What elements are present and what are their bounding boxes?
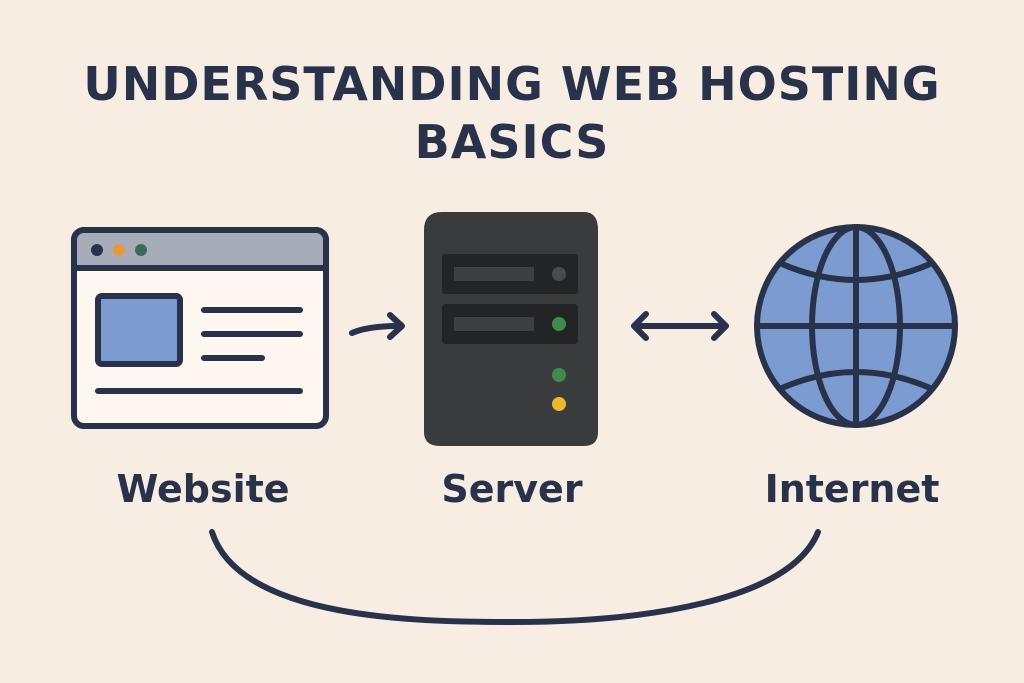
led-green-icon	[552, 368, 566, 382]
window-dot-orange	[113, 244, 125, 256]
double-arrow-icon	[631, 311, 729, 341]
right-arrow-icon	[349, 312, 405, 340]
window-dot-green	[135, 244, 147, 256]
curved-connector	[209, 529, 821, 626]
title-line-1: UNDERSTANDING WEB HOSTING	[83, 57, 940, 111]
led-yellow-icon	[552, 397, 566, 411]
server-label: Server	[441, 467, 582, 511]
title-line-2: BASICS	[415, 115, 610, 169]
led-off-icon	[552, 267, 566, 281]
image-placeholder-icon	[95, 293, 183, 367]
website-label: Website	[116, 467, 289, 511]
server-tower-icon	[424, 212, 598, 446]
led-green-icon	[552, 317, 566, 331]
internet-label: Internet	[765, 467, 940, 511]
browser-window-icon	[71, 227, 329, 429]
globe-icon	[754, 224, 958, 428]
window-dot-dark	[91, 244, 103, 256]
